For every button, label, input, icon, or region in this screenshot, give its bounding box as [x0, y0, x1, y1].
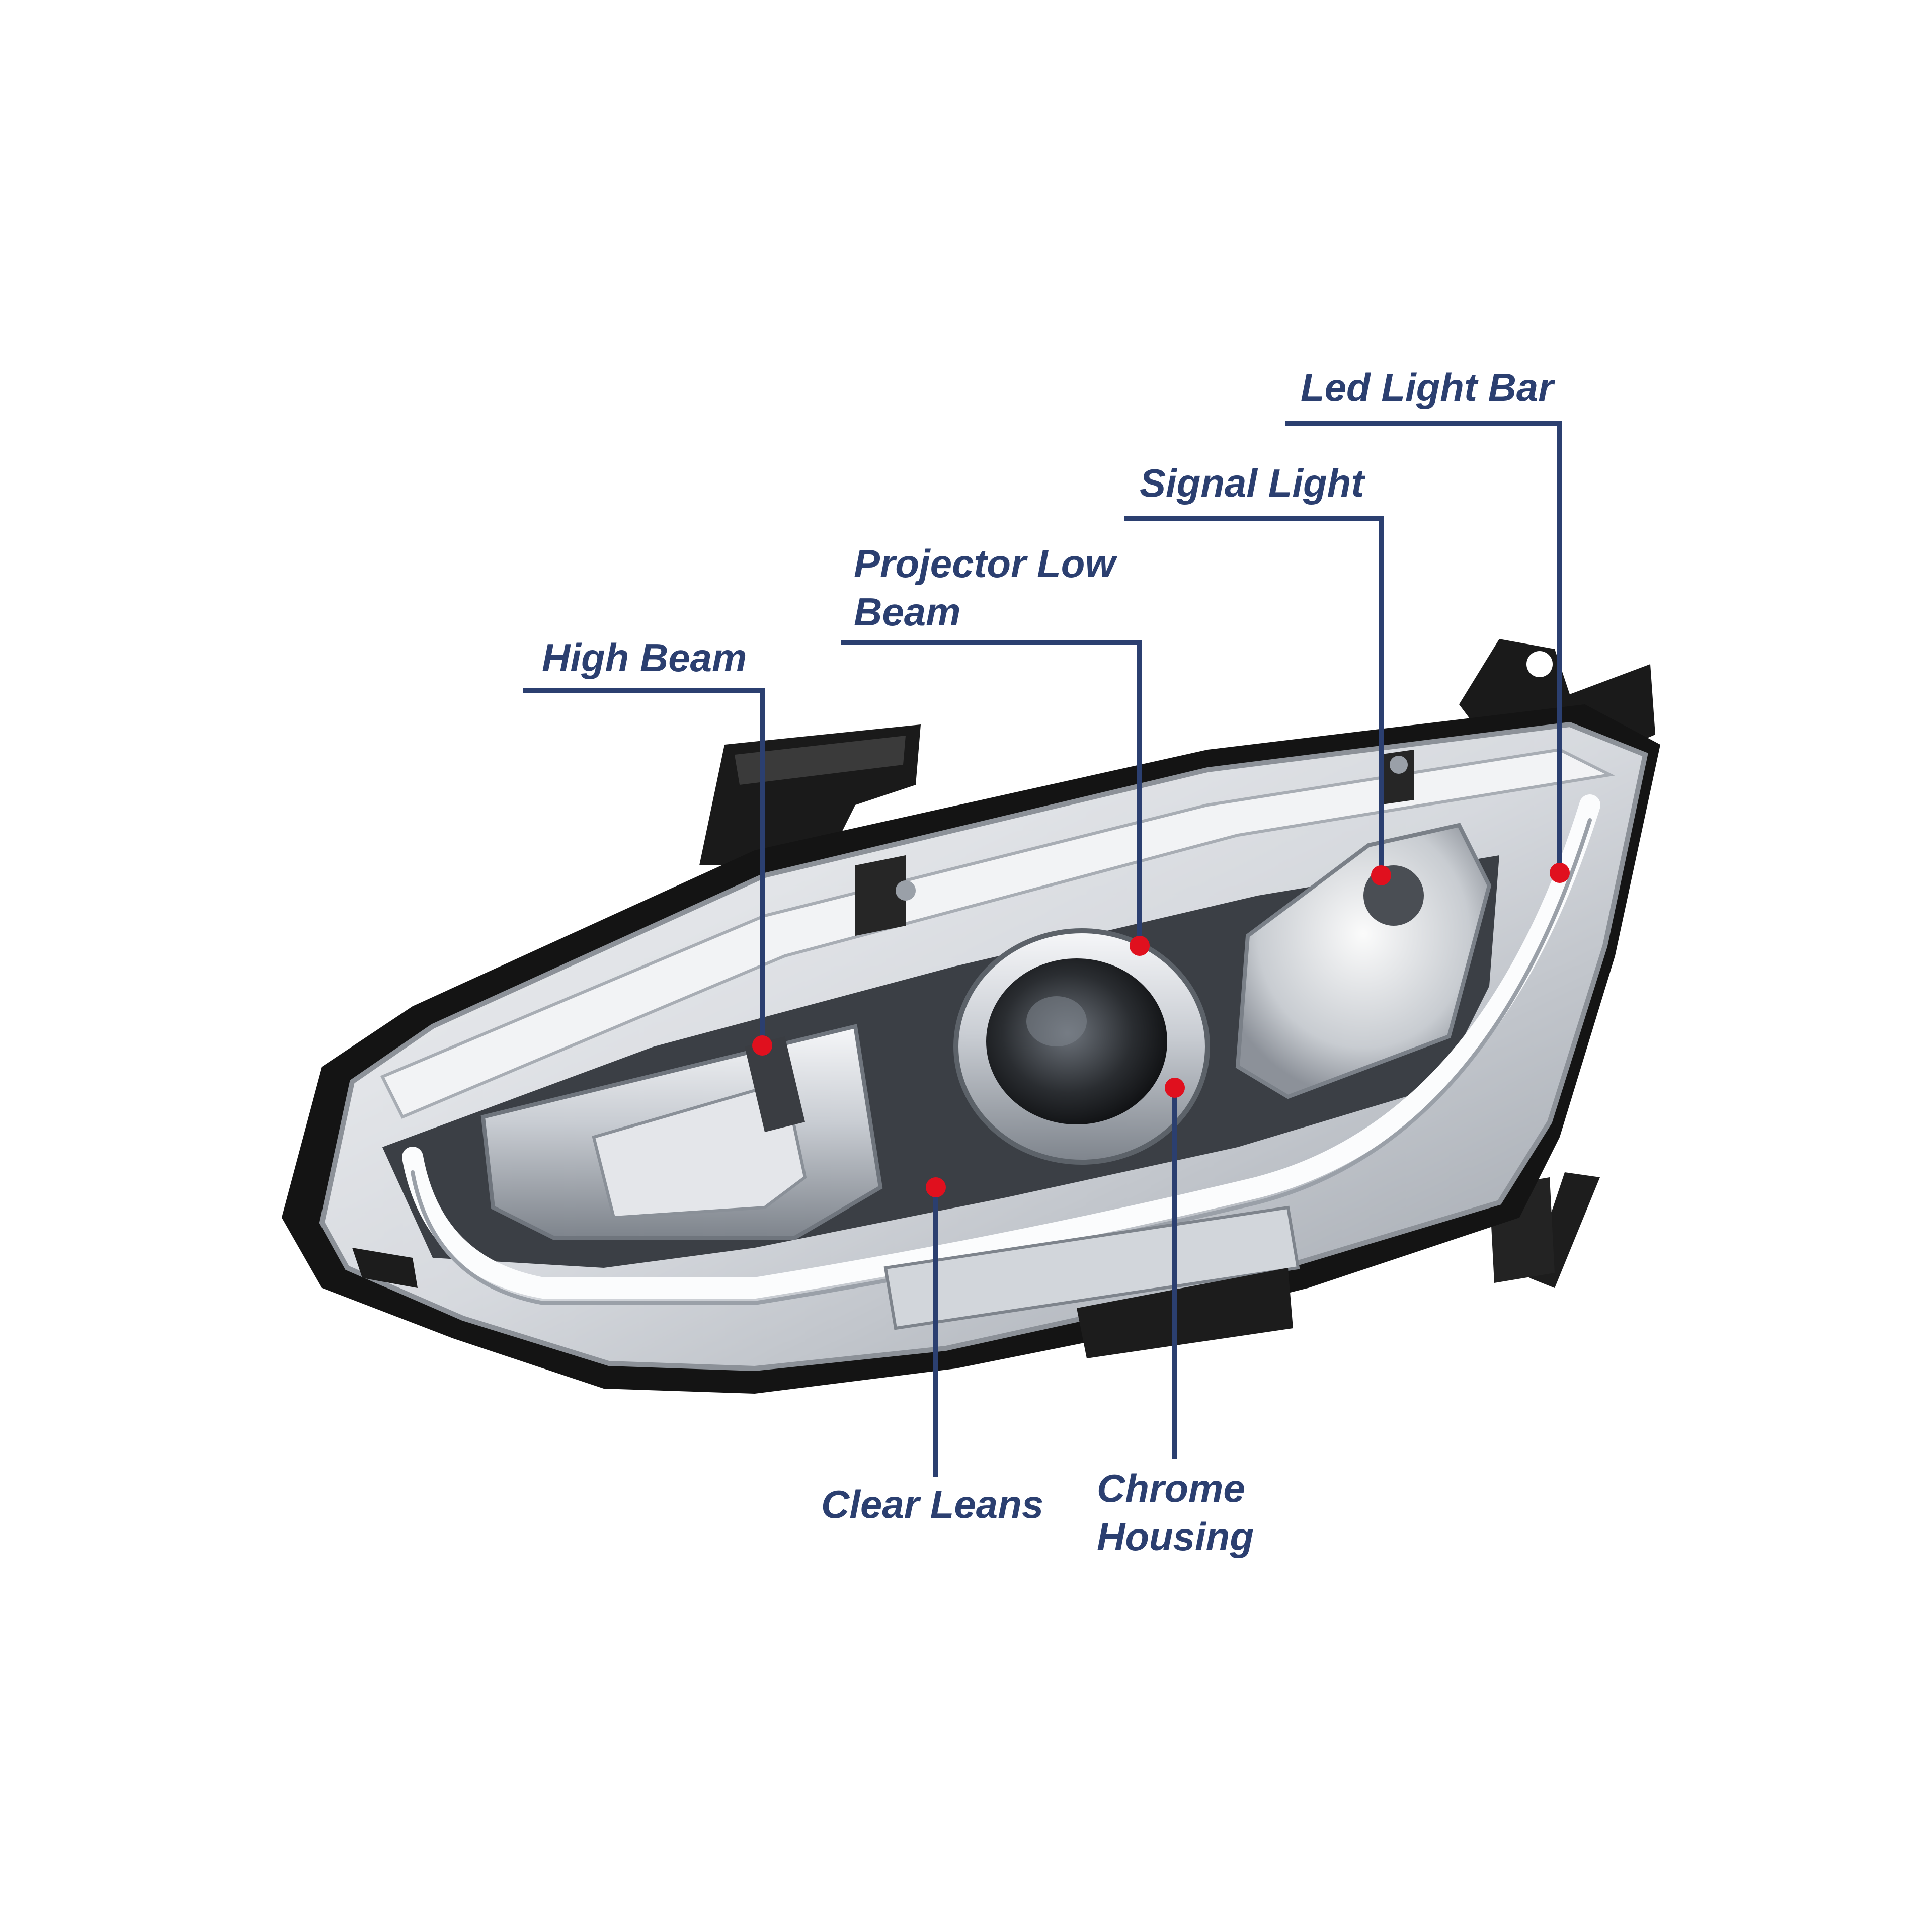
marker-dot-signal-light	[1371, 865, 1391, 886]
label-clear-lens: Clear Leans	[821, 1480, 1043, 1528]
marker-dot-clear-lens	[926, 1177, 946, 1197]
mounting-bracket-left	[699, 725, 921, 865]
projector-low-beam	[953, 928, 1210, 1165]
lower-trim	[883, 1205, 1300, 1330]
marker-dot-chrome-housing	[1165, 1078, 1185, 1098]
leader-high-beam	[523, 688, 765, 1045]
label-text-line-1: Chrome	[1097, 1466, 1245, 1510]
high-beam-reflector	[480, 1024, 883, 1240]
label-led-light-bar: Led Light Bar	[1301, 363, 1554, 412]
marker-dot-projector-low-beam	[1130, 936, 1150, 956]
label-high-beam: High Beam	[542, 633, 747, 682]
label-text: Clear Leans	[821, 1482, 1044, 1526]
label-text: Signal Light	[1140, 461, 1364, 505]
marker-dot-high-beam	[752, 1035, 772, 1056]
led-light-bar	[402, 794, 1600, 1299]
label-text-line-1: Projector Low	[854, 541, 1116, 586]
label-text-line-2: Beam	[854, 590, 961, 634]
leader-signal-light	[1124, 516, 1384, 875]
upper-chrome-strip	[380, 748, 1615, 1119]
label-text: High Beam	[542, 635, 747, 680]
label-signal-light: Signal Light	[1140, 459, 1364, 507]
label-text-line-2: Housing	[1097, 1514, 1254, 1559]
leader-led-light-bar	[1285, 421, 1562, 873]
leader-projector-low-beam	[841, 640, 1142, 946]
label-text: Led Light Bar	[1301, 365, 1554, 410]
label-chrome-housing: Chrome Housing	[1097, 1464, 1254, 1561]
marker-dot-led-light-bar	[1550, 863, 1570, 883]
label-projector-low-beam: Projector Low Beam	[854, 539, 1115, 636]
